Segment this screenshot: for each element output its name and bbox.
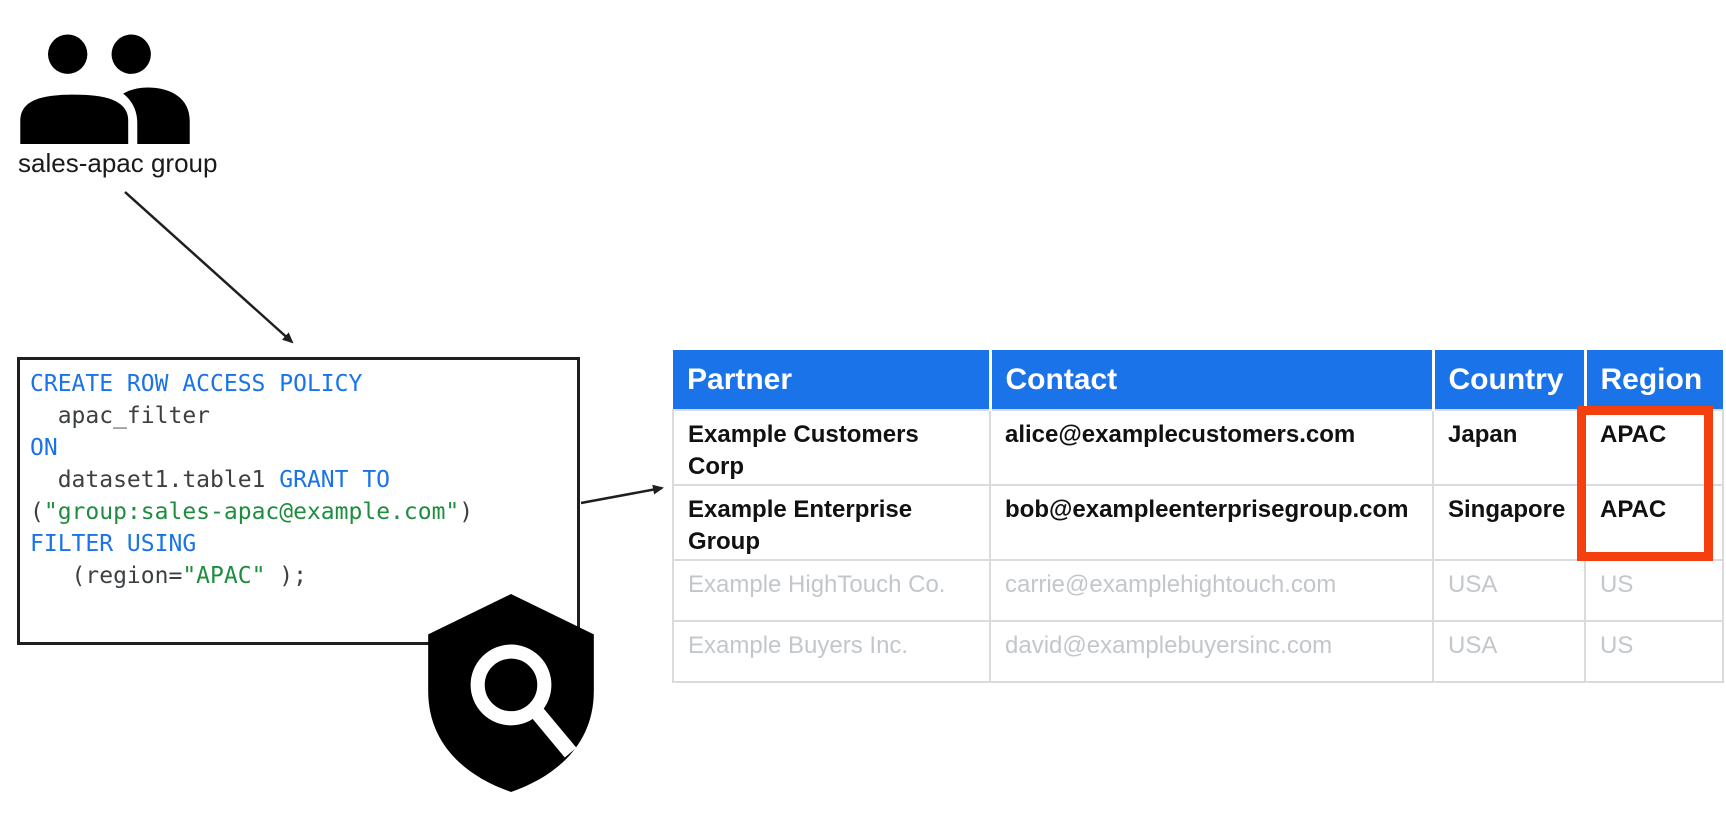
code-token-kw: FILTER USING xyxy=(30,531,197,557)
code-token-id: ( xyxy=(30,499,44,525)
table-cell: Singapore xyxy=(1432,484,1586,561)
code-line: apac_filter xyxy=(30,400,567,432)
code-line: (region="APAC" ); xyxy=(30,560,567,592)
table-cell: Example Enterprise Group xyxy=(672,484,991,561)
code-token-id: (region= xyxy=(30,563,183,589)
code-line: CREATE ROW ACCESS POLICY xyxy=(30,368,567,400)
table-cell: alice@examplecustomers.com xyxy=(989,409,1434,486)
table-cell: US xyxy=(1584,559,1724,622)
code-token-id: ); xyxy=(265,563,307,589)
table-cell: Example Customers Corp xyxy=(672,409,991,486)
region-highlight-box xyxy=(1577,406,1713,561)
group-icon xyxy=(20,34,190,144)
table-cell: US xyxy=(1584,620,1724,683)
column-header-country: Country xyxy=(1433,350,1587,410)
code-token-kw: GRANT TO xyxy=(279,467,391,493)
table-cell: david@examplebuyersinc.com xyxy=(989,620,1434,683)
code-line: dataset1.table1 GRANT TO xyxy=(30,464,567,496)
arrow-group-to-policy xyxy=(124,191,294,344)
code-line: FILTER USING xyxy=(30,528,567,560)
column-header-region: Region xyxy=(1585,350,1723,410)
column-header-partner: Partner xyxy=(673,350,992,410)
table-cell: bob@exampleenterprisegroup.com xyxy=(989,484,1434,561)
table-cell: Example HighTouch Co. xyxy=(672,559,991,622)
code-token-id: ) xyxy=(459,499,474,525)
column-header-contact: Contact xyxy=(990,350,1435,410)
code-token-id: apac_filter xyxy=(30,403,211,429)
table-cell: Japan xyxy=(1432,409,1586,486)
code-token-kw: CREATE ROW ACCESS POLICY xyxy=(30,371,363,397)
table-row: Example HighTouch Co.carrie@examplehight… xyxy=(672,559,1724,622)
group-label: sales-apac group xyxy=(18,148,218,178)
table-row: Example Buyers Inc.david@examplebuyersin… xyxy=(672,620,1724,683)
table-cell: Example Buyers Inc. xyxy=(672,620,991,683)
code-line: ("group:sales-apac@example.com") xyxy=(30,496,567,528)
code-token-id: dataset1.table1 xyxy=(30,467,280,493)
table-cell: USA xyxy=(1432,559,1586,622)
table-cell: APAC xyxy=(1584,484,1724,561)
table-cell: USA xyxy=(1432,620,1586,683)
code-line: ON xyxy=(30,432,567,464)
table-cell: carrie@examplehightouch.com xyxy=(989,559,1434,622)
arrow-policy-to-table xyxy=(580,484,664,505)
code-token-str: "group:sales-apac@example.com" xyxy=(43,499,460,525)
code-token-kw: ON xyxy=(30,435,58,461)
shield-search-icon xyxy=(428,594,594,792)
user-group: sales-apac group xyxy=(18,28,228,179)
code-token-str: "APAC" xyxy=(182,563,266,589)
